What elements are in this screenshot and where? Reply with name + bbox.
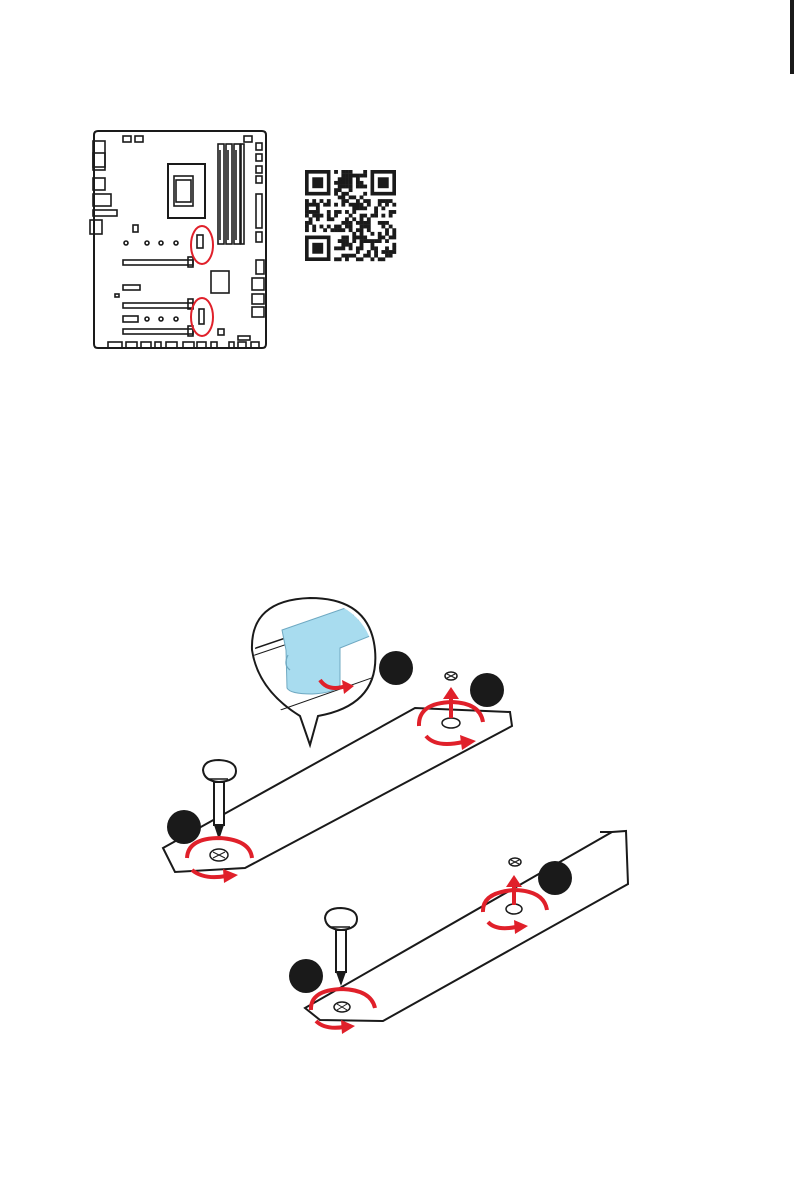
step-callout bbox=[379, 651, 413, 685]
step-callout bbox=[289, 959, 323, 993]
page-edge-tab bbox=[790, 0, 794, 74]
screwdriver-upper bbox=[187, 760, 252, 883]
screwdriver-lower bbox=[311, 908, 375, 1034]
screw-removal-upper bbox=[419, 672, 483, 750]
motherboard-layout-icon bbox=[90, 131, 266, 348]
screw-removal-lower bbox=[483, 858, 547, 934]
qr-code-icon bbox=[305, 170, 396, 261]
step-callout bbox=[470, 673, 504, 707]
m2-screw-removal-diagram bbox=[163, 596, 628, 1034]
step-callout bbox=[538, 861, 572, 895]
magnified-detail-bubble bbox=[250, 596, 382, 745]
step-callout bbox=[167, 810, 201, 844]
m2-slot-highlight bbox=[191, 226, 213, 336]
